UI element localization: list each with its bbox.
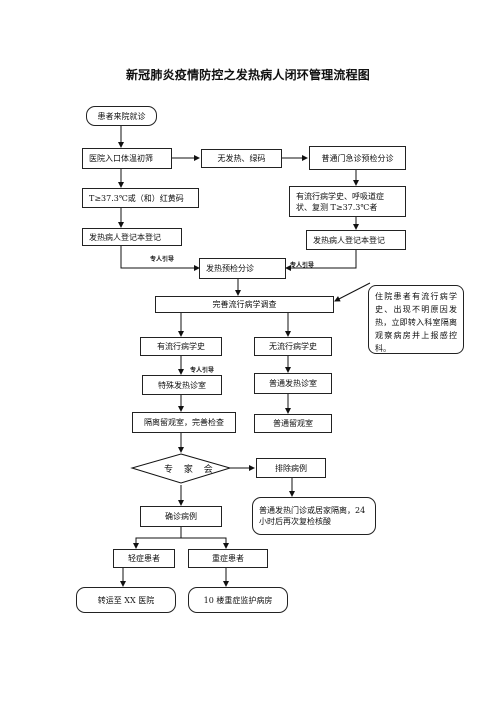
fever-triage-node: 发热预检分诊 — [199, 258, 286, 279]
confirmed-case-node: 确诊病例 — [140, 506, 222, 527]
arrow-register-right-to-fever-triage — [285, 250, 357, 271]
epi-survey-node: 完善流行病学调查 — [155, 296, 334, 313]
escort-tag-left: 专人引导 — [150, 256, 175, 263]
without-epi-node: 无流行病学史 — [254, 337, 332, 356]
expert-panel-diamond — [130, 453, 232, 484]
entrance-check-node: 医院入口体温初筛 — [82, 148, 172, 169]
arrow-note-to-survey — [334, 282, 371, 302]
fever-register-left-node: 发热病人登记本登记 — [82, 228, 182, 246]
page-title: 新冠肺炎疫情防控之发热病人闭环管理流程图 — [125, 68, 370, 82]
arrow-register-left-to-fever-triage — [120, 246, 200, 271]
normal-observation-node: 普通留观室 — [254, 414, 332, 433]
mild-patient-node: 轻症患者 — [113, 549, 175, 568]
transfer-hospital-node: 转运至 XX 医院 — [76, 587, 176, 613]
expert-panel-label: 专 家 会 — [164, 465, 217, 475]
arrow-confirmed-to-mild — [133, 527, 182, 549]
fever-condition-node: T≥37.3℃或（和）红黄码 — [82, 188, 199, 208]
inpatient-note-box: 住院患者有流行病学史、出现不明原因发热，立即转入科室隔离观察病房并上报感控科。 — [368, 285, 464, 354]
normal-clinic-node: 普通发热诊室 — [254, 373, 332, 394]
icu-ward-node: 10 楼重症监护病房 — [188, 587, 288, 613]
severe-patient-node: 重症患者 — [188, 549, 268, 568]
escort-tag-middle: 专人引导 — [190, 367, 215, 374]
special-clinic-node: 特殊发热诊室 — [142, 375, 222, 395]
escort-tag-right: 专人引导 — [290, 262, 315, 269]
no-fever-node: 无发热、绿码 — [201, 149, 282, 168]
excluded-case-node: 排除病例 — [256, 458, 326, 478]
general-triage-node: 普通门急诊预检分诊 — [309, 146, 406, 170]
arrow-confirmed-to-severe — [181, 537, 229, 549]
fever-register-right-node: 发热病人登记本登记 — [306, 230, 406, 250]
home-quarantine-node: 普通发热门诊或居家隔离，24 小时后再次复检核酸 — [252, 497, 376, 535]
patient-visit-node: 患者来院就诊 — [86, 106, 157, 126]
epi-history-resp-node: 有流行病学史、呼吸道症状、复测 T≥37.3℃者 — [289, 186, 406, 217]
with-epi-node: 有流行病学史 — [140, 337, 222, 356]
isolation-room-node: 隔离留观室，完善检查 — [132, 412, 236, 433]
